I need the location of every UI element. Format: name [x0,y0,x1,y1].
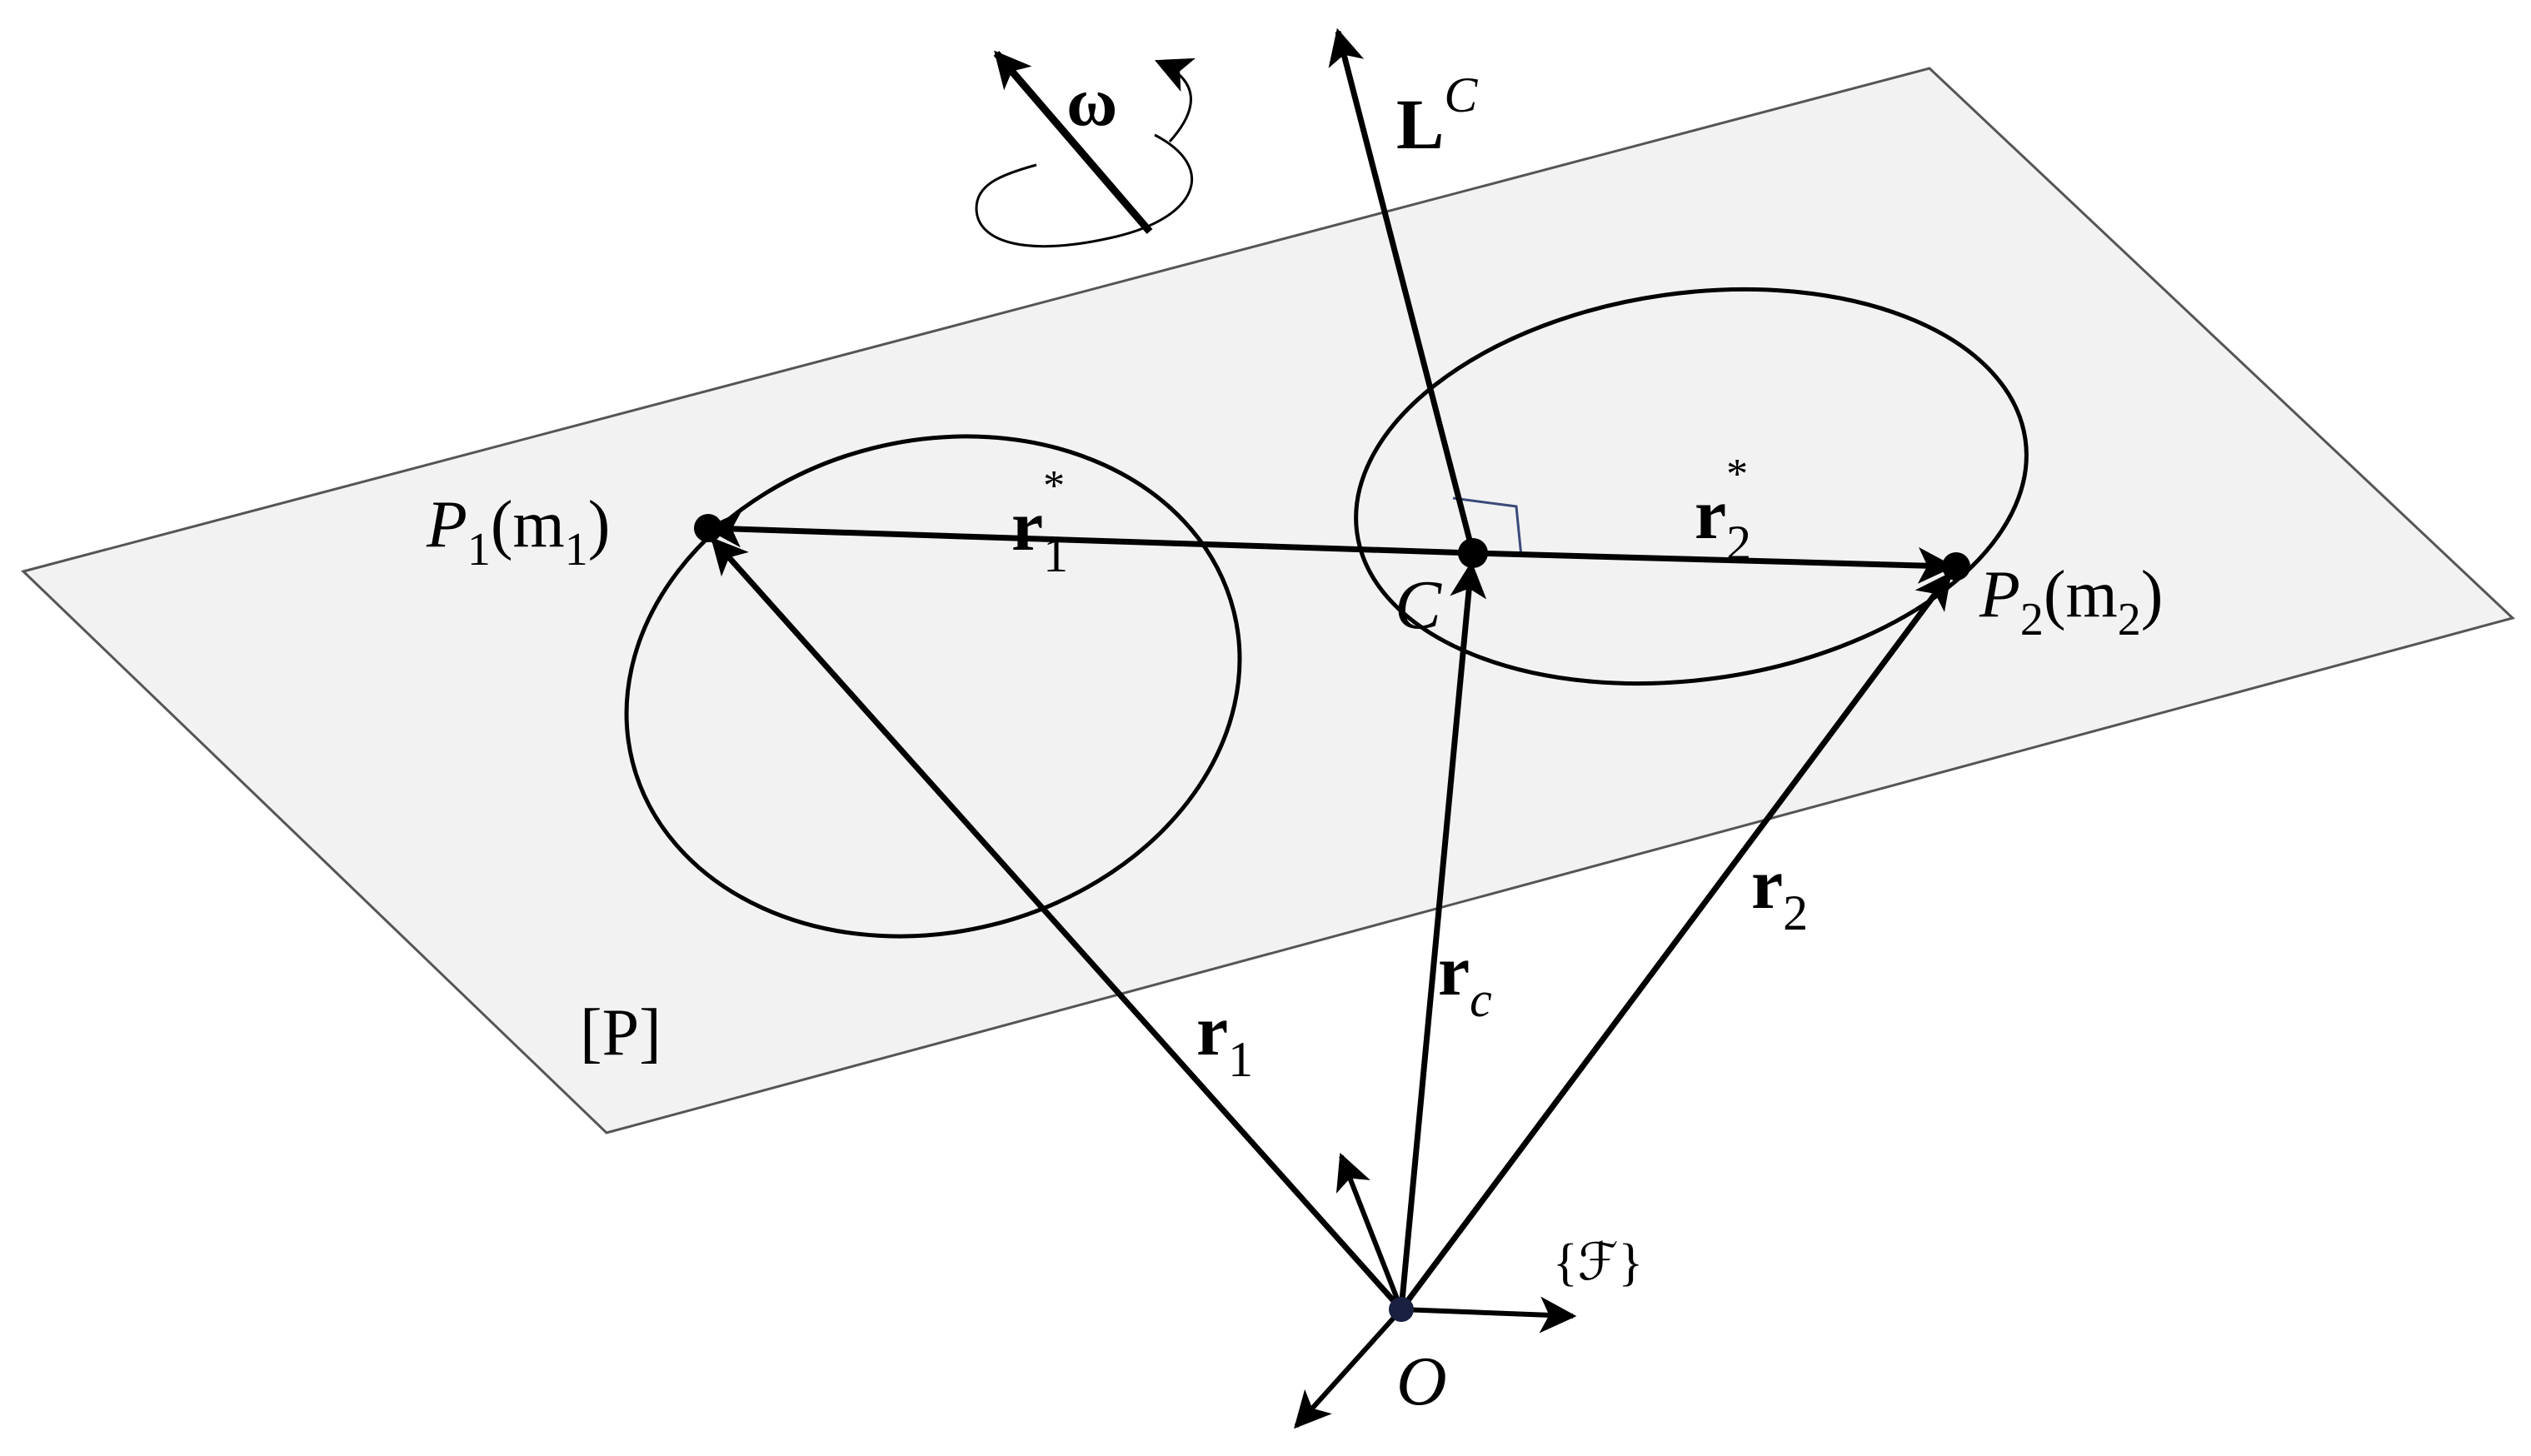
p1-label: P1(m1) [426,488,610,576]
origin-label: O [1396,1343,1447,1420]
r2-vector [1399,571,1952,1312]
r1-base: r [1196,990,1228,1070]
r2-base: r [1751,844,1783,924]
rc-vector [1398,561,1487,1310]
angular-momentum-label: LC [1396,67,1478,164]
frame-axis-y [1400,1296,1577,1334]
point-p1 [694,514,722,542]
r2-star-sup: * [1726,451,1748,498]
r2-sub: 2 [1783,885,1808,940]
point-center-c [1458,538,1488,568]
point-p2 [1942,552,1970,581]
p1-mass-open: (m [491,488,565,561]
p1-mass-sub: 1 [565,524,588,576]
center-label: C [1395,566,1442,644]
p1-name: P [426,488,467,561]
orbit-1 [624,434,1242,939]
p2-mass-close: ) [2141,558,2164,631]
r2-star-label: r2 * [1695,451,1751,571]
r2-star-sub: 2 [1726,516,1751,571]
r1-star-vector [704,511,1474,556]
p1-sub: 1 [467,524,491,576]
r1-star-label: r1 * [1011,462,1068,582]
r1-star-sub: 1 [1043,527,1068,582]
r1-label: r1 [1196,990,1253,1087]
omega-label: ω [1066,63,1117,141]
r1-sub: 1 [1228,1032,1253,1087]
right-angle-mark [1452,496,1523,557]
plane-label: [P] [580,996,661,1070]
rc-label: rc [1438,930,1492,1027]
r1-vector [711,536,1404,1312]
p2-label: P2(m2) [1979,558,2163,646]
orbit-2 [1354,287,2029,686]
angular-momentum-sup: C [1444,67,1478,122]
p1-mass-close: ) [588,488,611,561]
r2-star-base: r [1695,474,1726,554]
frame-axis-z [1335,1152,1404,1311]
omega-rotation-arc [975,133,1193,248]
omega-rotation-arc-top [1154,57,1196,143]
rc-sub: c [1470,972,1492,1027]
point-origin-o [1389,1297,1414,1322]
r2-label: r2 [1751,844,1808,940]
frame-axis-x [1294,1307,1404,1429]
plane-p [21,67,2515,1134]
p2-sub: 2 [2020,594,2044,646]
angular-momentum-vector [1328,27,1476,554]
frame-label: {ℱ} [1553,1234,1643,1291]
r1-star-base: r [1011,486,1043,566]
p2-mass-open: (m [2044,558,2118,631]
r2-star-vector [1472,546,1955,584]
rc-base: r [1438,930,1470,1010]
r1-star-sup: * [1043,462,1065,510]
p2-name: P [1979,558,2020,631]
p2-mass-sub: 2 [2118,594,2141,646]
omega-axis [993,50,1153,234]
angular-momentum-base: L [1396,84,1444,164]
